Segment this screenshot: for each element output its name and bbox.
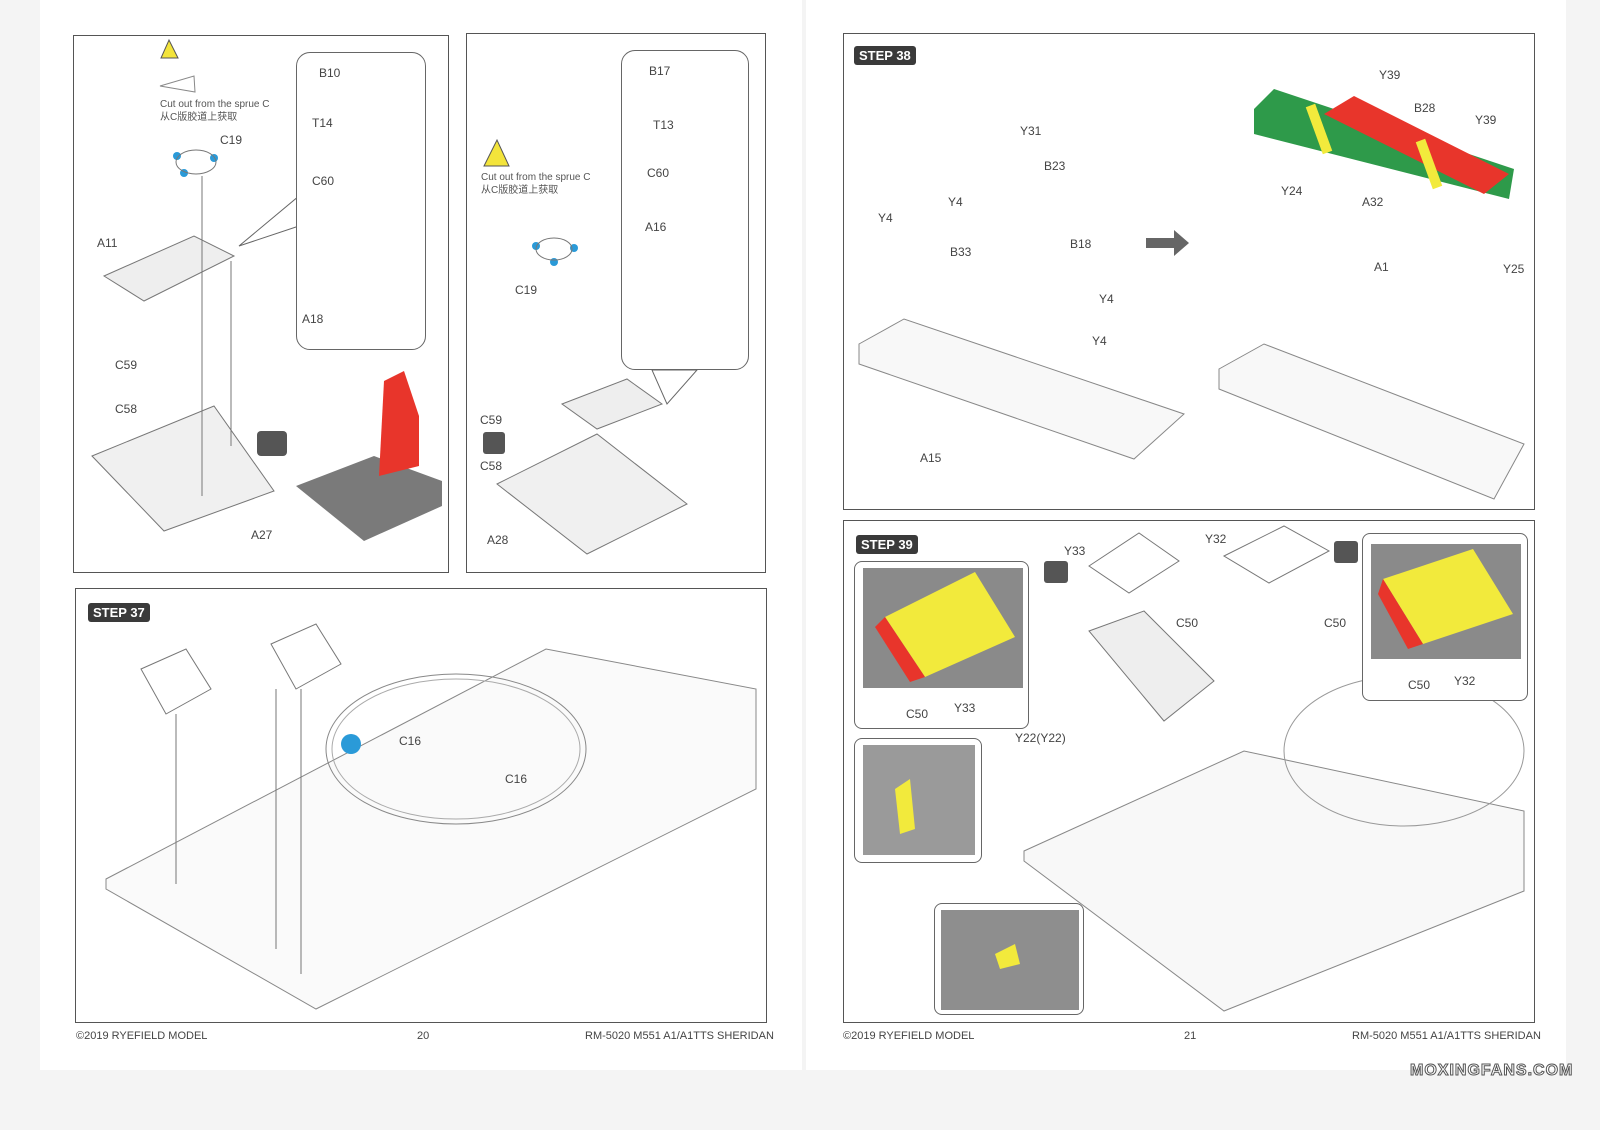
detail-photo-y22 [854,738,982,863]
part-label: B10 [319,66,341,80]
detail-photo-y32 [1362,533,1528,701]
part-label: C50 [1176,616,1199,630]
step-title: STEP 37 [88,603,150,622]
part-label: T13 [653,118,674,132]
detail-photo-y33 [854,561,1029,729]
part-label: Y39 [1475,113,1497,127]
part-label: C50 [1408,678,1431,692]
footer-product: RM-5020 M551 A1/A1TTS SHERIDAN [1352,1030,1541,1042]
step-39-panel: STEP 39 Y33 Y32 C50 C50 C50 Y33 C50 Y32 … [843,520,1535,1023]
step-title: STEP 38 [854,46,916,65]
part-label: B23 [1044,159,1066,173]
part-label: C60 [312,174,335,188]
part-label: Y4 [1099,292,1114,306]
part-label: A18 [302,312,324,326]
part-label: A1 [1374,260,1389,274]
part-label: Y33 [954,701,976,715]
watermark: MOXINGFANS.COM [1409,1062,1574,1080]
step-37-diagram [105,623,757,1010]
panel-b: Cut out from the sprue C 从C版胶道上获取 B17 T13… [466,33,766,573]
step-38-diagram [858,89,1525,500]
part-label: C16 [399,734,422,748]
panel-a: Cut out from the sprue C 从C版胶道上获取 B10 T14… [73,35,449,573]
part-label: Y4 [1092,334,1107,348]
part-label: C50 [906,707,929,721]
part-label: Y25 [1503,262,1525,276]
part-label: B17 [649,64,671,78]
footer-copyright: ©2019 RYEFIELD MODEL [76,1030,208,1042]
part-label: Y4 [878,211,893,225]
footer-page-number: 20 [417,1030,430,1042]
part-label: T14 [312,116,333,130]
part-label: A16 [645,220,667,234]
part-label: C58 [480,459,503,473]
panel-a-diagram [91,38,442,541]
warning-text-zh: 从C版胶道上获取 [481,185,559,196]
part-label: Y4 [948,195,963,209]
part-label: A27 [251,528,273,542]
part-label: A15 [920,451,942,465]
part-label: C19 [515,283,538,297]
part-label: Y24 [1281,184,1303,198]
part-label: Y32 [1454,674,1476,688]
footer-page-number: 21 [1184,1030,1197,1042]
part-label: C60 [647,166,670,180]
part-label: C58 [115,402,138,416]
part-label: B28 [1414,101,1436,115]
part-label: B18 [1070,237,1092,251]
part-label: C19 [220,133,243,147]
part-label: C59 [480,413,503,427]
detail-photo-bracket [934,903,1084,1015]
warning-text-zh: 从C版胶道上获取 [160,112,238,123]
panel-b-diagram [483,138,699,555]
part-label: Y39 [1379,68,1401,82]
part-label: B33 [950,245,972,259]
step-38-panel: STEP 38 Y31 B23 Y4 Y4 B33 B18 Y4 Y4 A15 … [843,33,1535,510]
footer-product: RM-5020 M551 A1/A1TTS SHERIDAN [585,1030,774,1042]
callout-b [621,50,749,370]
part-label: A11 [97,236,118,250]
part-label: Y22(Y22) [1015,731,1066,745]
warning-text-en: Cut out from the sprue C [160,99,270,110]
part-label: C16 [505,772,528,786]
part-label: Y32 [1205,532,1227,546]
footer-copyright: ©2019 RYEFIELD MODEL [843,1030,975,1042]
step-title: STEP 39 [856,535,918,554]
warning-text-en: Cut out from the sprue C [481,172,591,183]
step-37-panel: STEP 37 C16 C16 [75,588,767,1023]
step-39-diagram [1023,525,1525,1012]
part-label: A28 [487,533,509,547]
part-label: Y31 [1020,124,1042,138]
part-label: Y33 [1064,544,1086,558]
part-label: C50 [1324,616,1347,630]
part-label: A32 [1362,195,1384,209]
part-label: C59 [115,358,138,372]
callout-a [296,52,426,350]
